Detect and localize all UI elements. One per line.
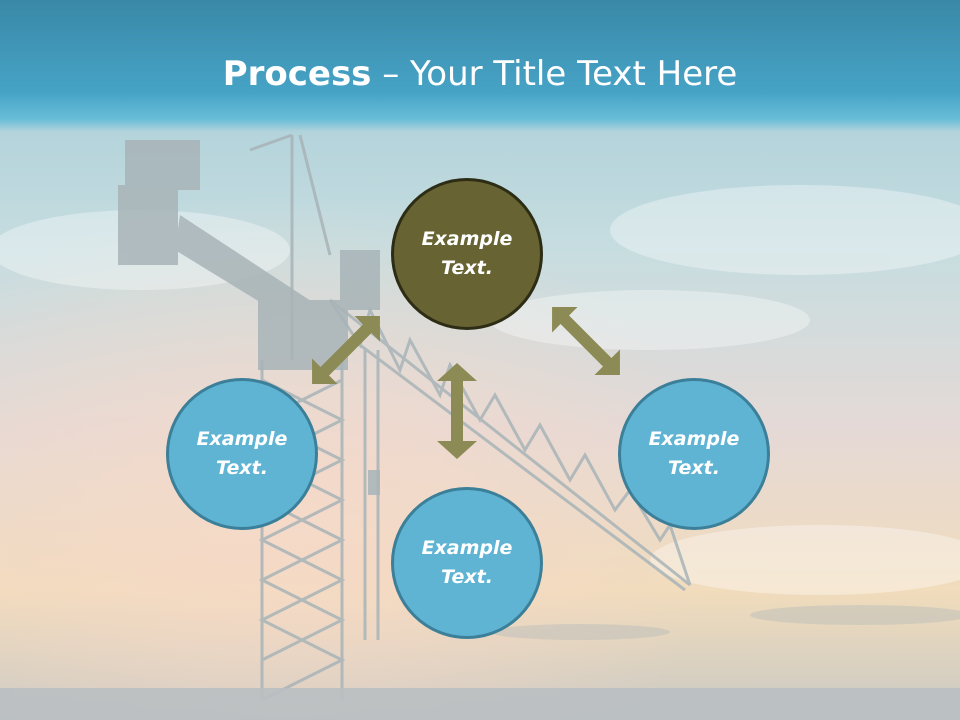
center-node: Example Text. xyxy=(391,178,543,330)
title-bar xyxy=(0,0,960,132)
slide-title: Process – Your Title Text Here xyxy=(0,52,960,96)
left-node-label: Example Text. xyxy=(196,428,288,479)
slide-title-rest: – Your Title Text Here xyxy=(371,54,738,94)
bottom-node: Example Text. xyxy=(391,487,543,639)
left-node: Example Text. xyxy=(166,378,318,530)
center-node-label: Example Text. xyxy=(421,228,513,279)
bottom-node-label: Example Text. xyxy=(421,537,513,588)
right-node-label: Example Text. xyxy=(648,428,740,479)
slide-title-bold: Process xyxy=(222,54,372,94)
right-node: Example Text. xyxy=(618,378,770,530)
